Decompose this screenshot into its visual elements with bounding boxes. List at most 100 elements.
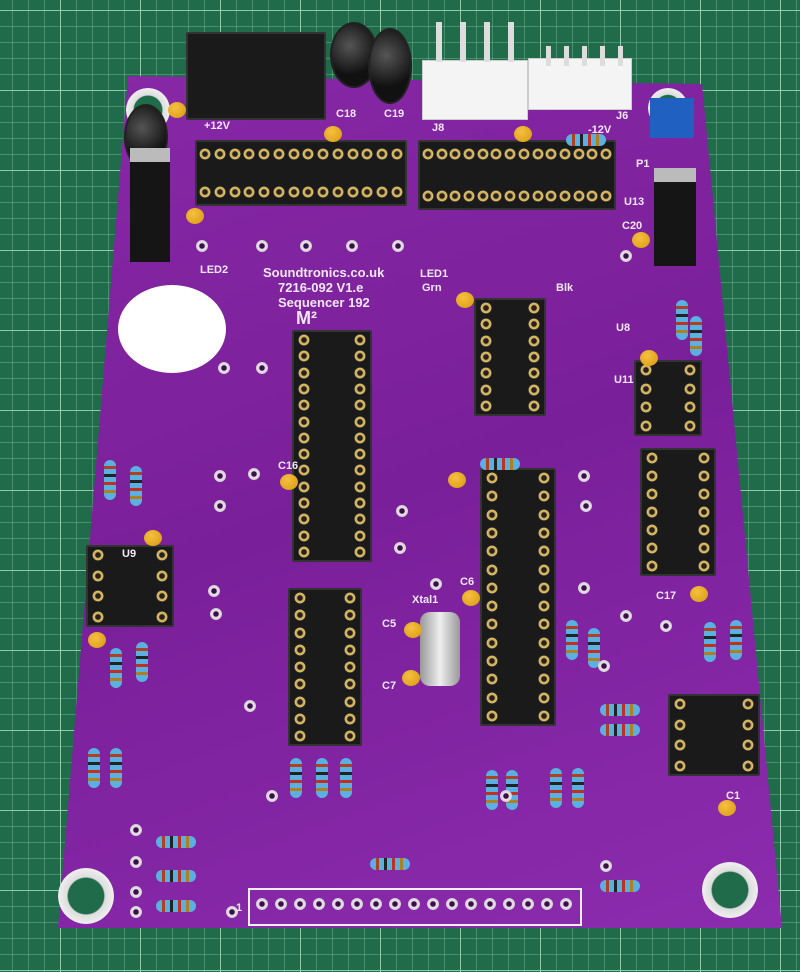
resistor (370, 858, 410, 870)
socket-pin (346, 186, 359, 198)
silk-label-c5: C5 (382, 618, 397, 630)
socket-pin (486, 636, 498, 649)
ceramic-cap (168, 102, 186, 118)
socket-pin (646, 488, 658, 500)
socket-pin (376, 186, 389, 198)
socket-pin (586, 148, 599, 160)
socket-pin (391, 186, 403, 198)
electrolytic-cap (368, 28, 412, 104)
white-sticker (118, 285, 226, 373)
socket-pin (586, 190, 599, 202)
resistor (600, 880, 640, 892)
header-pad (465, 898, 477, 910)
pad (396, 505, 408, 517)
socket-pin (742, 760, 754, 772)
pad (598, 660, 610, 672)
socket-pin (294, 626, 306, 639)
socket-pin (538, 472, 550, 484)
socket-pin (486, 563, 498, 576)
silk-label-u13: U13 (624, 196, 645, 208)
socket-pin (344, 609, 356, 622)
socket-pin (538, 600, 550, 613)
silk-label-minus12v: -12V (588, 124, 612, 136)
resistor (480, 458, 520, 470)
socket-pin (354, 480, 366, 493)
pad (244, 700, 256, 712)
socket-pin (298, 334, 310, 346)
pad (130, 824, 142, 836)
socket-pin (344, 695, 356, 708)
socket-pin (674, 698, 686, 710)
silk-label-c6: C6 (460, 576, 475, 588)
connector-pin (600, 46, 605, 66)
socket-pin (528, 302, 540, 314)
socket-pin (538, 490, 550, 503)
resistor (88, 748, 100, 788)
socket-pin (331, 186, 344, 198)
socket-pin (528, 318, 540, 331)
connector-pin (564, 46, 569, 66)
silk-label-grn: Grn (422, 282, 442, 294)
socket-pin (538, 673, 550, 686)
socket-pin (298, 529, 310, 542)
socket-pin (504, 148, 517, 160)
silk-label-j6: J6 (616, 110, 629, 122)
resistor (690, 316, 702, 356)
connector-pin (582, 46, 587, 66)
socket-pin (294, 661, 306, 673)
socket-pin (600, 190, 612, 202)
socket-pin (243, 186, 256, 198)
socket-pin (228, 186, 241, 198)
pad (248, 468, 260, 480)
silk-label-plus12v: +12V (204, 120, 230, 132)
socket-pin (640, 382, 652, 395)
board-name: Sequencer 192 (278, 295, 370, 310)
resistor (676, 300, 688, 340)
socket-pin (156, 549, 168, 561)
socket-pin (486, 581, 498, 594)
socket-pin (538, 563, 550, 576)
socket-pin (490, 148, 503, 160)
header-pad (256, 898, 268, 910)
resistor (104, 460, 116, 500)
socket-pin (92, 569, 104, 582)
socket-pin (486, 710, 498, 722)
ic-socket (195, 140, 407, 206)
socket-pin (92, 611, 104, 623)
socket-pin (199, 186, 211, 198)
pad (208, 585, 220, 597)
socket-pin (298, 546, 310, 558)
socket-pin (674, 739, 686, 752)
resistor (130, 466, 142, 506)
header-pad (332, 898, 344, 910)
socket-pin (298, 350, 310, 363)
brand-url: Soundtronics.co.uk (263, 265, 385, 280)
socket-pin (272, 148, 285, 160)
resistor (566, 620, 578, 660)
socket-pin (298, 497, 310, 510)
socket-pin (298, 431, 310, 444)
resistor (486, 770, 498, 810)
socket-pin (361, 186, 374, 198)
pad (392, 240, 404, 252)
socket-pin (463, 190, 476, 202)
socket-pin (674, 718, 686, 731)
ceramic-cap (462, 590, 480, 606)
socket-pin (298, 415, 310, 428)
socket-pin (298, 382, 310, 395)
socket-pin (354, 546, 366, 558)
connector-pin (484, 22, 490, 62)
socket-pin (298, 480, 310, 493)
socket-pin (558, 190, 571, 202)
socket-pin (449, 148, 462, 160)
header-pad (351, 898, 363, 910)
socket-pin (486, 673, 498, 686)
socket-pin (287, 186, 300, 198)
connector-pin (508, 22, 514, 62)
socket-pin (480, 400, 492, 412)
silk-label-c17: C17 (656, 590, 677, 602)
socket-pin (354, 464, 366, 477)
pad (214, 500, 226, 512)
socket-pin (531, 148, 544, 160)
header-pad (313, 898, 325, 910)
